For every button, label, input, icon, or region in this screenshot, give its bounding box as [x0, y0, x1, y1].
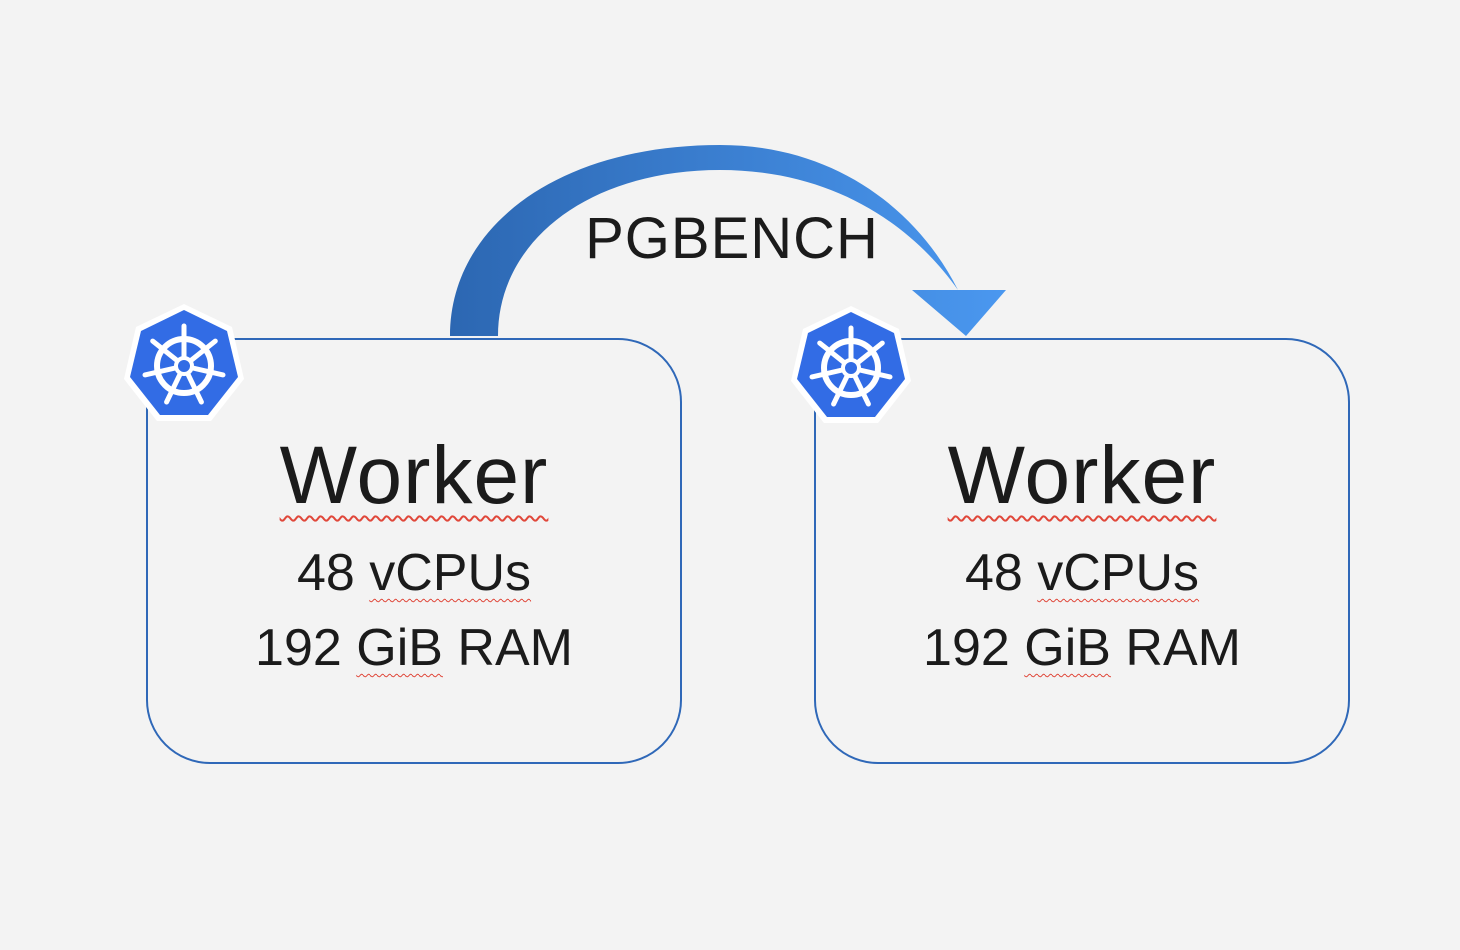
worker-title-text: Worker [279, 430, 549, 521]
worker-title-text: Worker [947, 430, 1217, 521]
worker-ram-spec: 192 GiB RAM [816, 618, 1348, 678]
ram-suffix: RAM [1125, 619, 1241, 677]
worker-ram-spec: 192 GiB RAM [148, 618, 680, 678]
ram-unit: GiB [356, 619, 443, 677]
cpu-unit: vCPUs [1037, 544, 1200, 602]
ram-suffix: RAM [457, 619, 573, 677]
arrow-body [450, 145, 1006, 336]
cpu-unit: vCPUs [369, 544, 532, 602]
worker-cpu-spec: 48 vCPUs [816, 543, 1348, 603]
worker-node-left: Worker 48 vCPUs 192 GiB RAM [146, 338, 682, 764]
worker-cpu-spec: 48 vCPUs [148, 543, 680, 603]
ram-value: 192 [255, 619, 342, 677]
edge-label-pgbench: PGBENCH [585, 206, 879, 271]
ram-value: 192 [923, 619, 1010, 677]
worker-title: Worker [816, 430, 1348, 522]
worker-node-right: Worker 48 vCPUs 192 GiB RAM [814, 338, 1350, 764]
cpu-value: 48 [964, 544, 1023, 602]
cpu-value: 48 [296, 544, 355, 602]
worker-title: Worker [148, 430, 680, 522]
kubernetes-helm-icon [791, 306, 911, 423]
ram-unit: GiB [1024, 619, 1111, 677]
kubernetes-helm-icon [124, 304, 244, 421]
